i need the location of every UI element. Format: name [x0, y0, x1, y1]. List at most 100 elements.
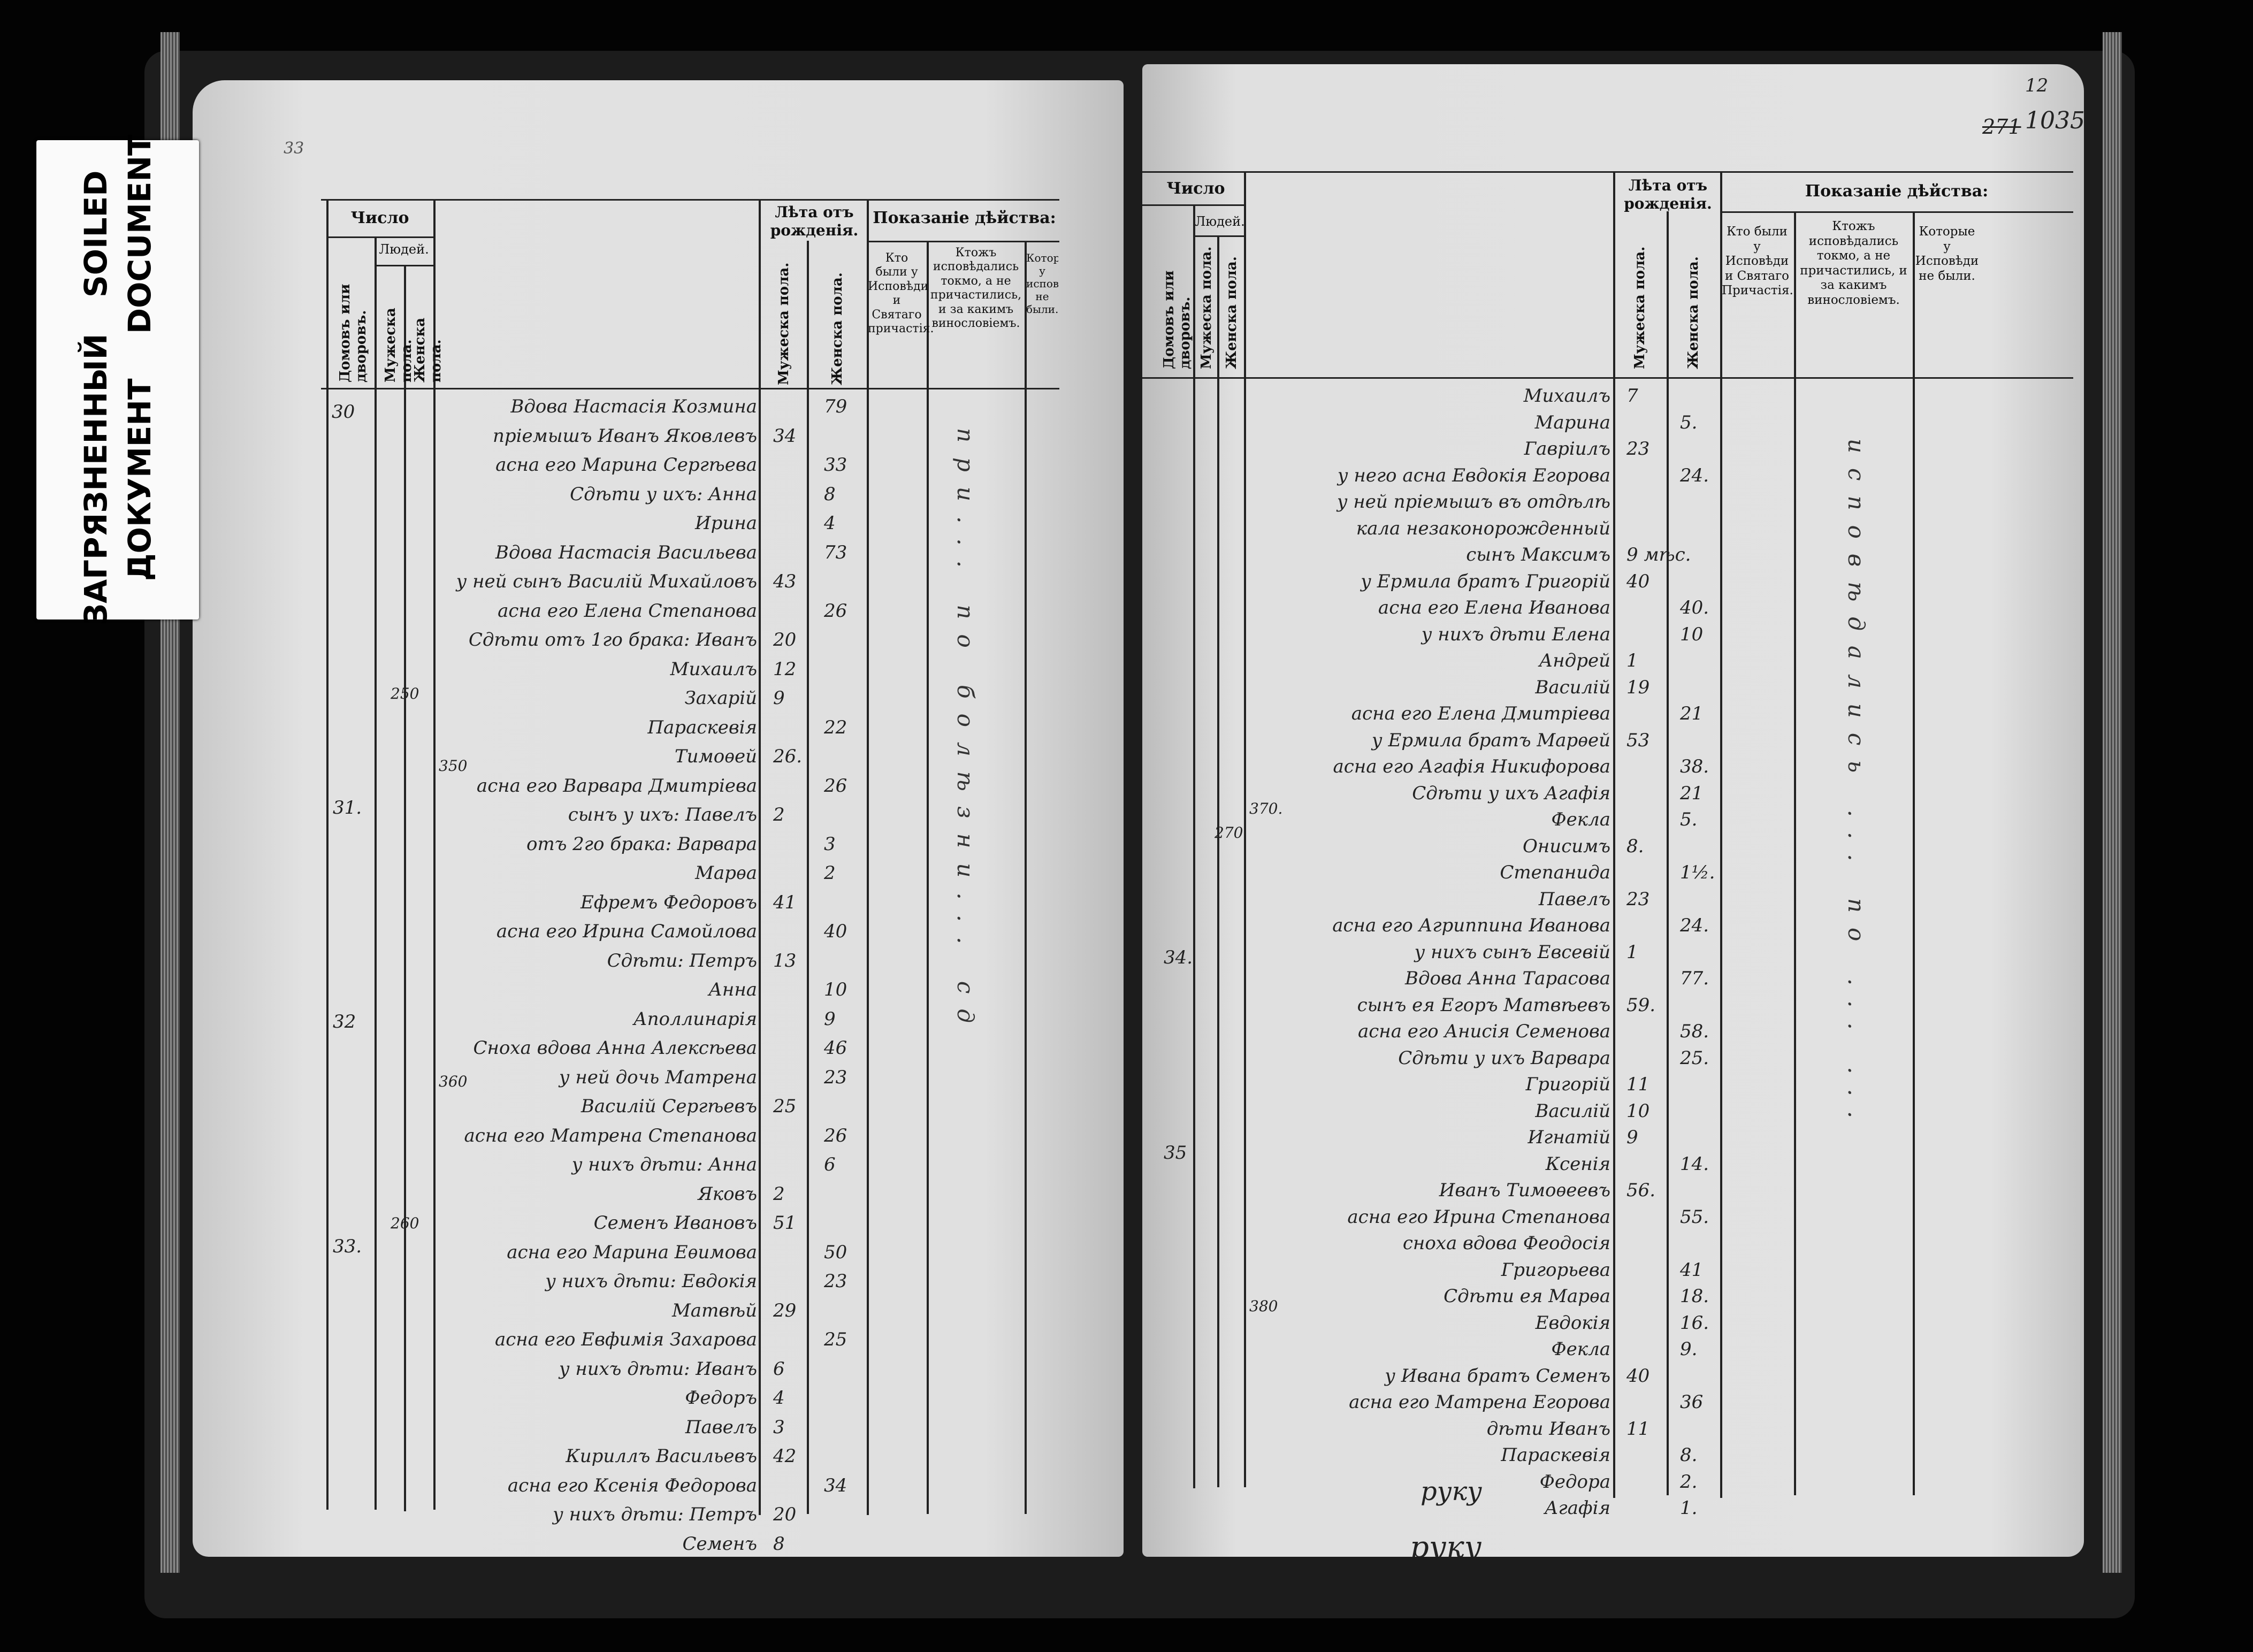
side-mark: 350 — [439, 757, 468, 775]
entry-female-age: 25 — [824, 1329, 847, 1350]
entry-male-age: 29 — [773, 1299, 797, 1321]
header-leta-muzh: Мужеска пола. — [776, 262, 792, 385]
entry-female-age: 24. — [1680, 464, 1709, 486]
entry-female-age: 8. — [1680, 1444, 1698, 1466]
pokazanie-subline — [1720, 211, 2073, 213]
entry-name: Кириллъ Васильевъ — [566, 1446, 757, 1467]
side-mark: 380 — [1249, 1297, 1278, 1315]
entry-female-age: 24. — [1680, 915, 1709, 936]
signature: руку — [1420, 1477, 1483, 1506]
entry-name: Вдова Настасія Козмина — [510, 396, 757, 417]
entry-female-age: 5. — [1680, 411, 1698, 433]
entry-male-age: 6 — [773, 1358, 785, 1380]
entry-name: у нихъ дѣти: Петръ — [553, 1504, 757, 1525]
entry-name: дѣти Иванъ — [1486, 1418, 1610, 1440]
entry-name: асна его Елена Степанова — [498, 600, 757, 622]
side-mark: 360 — [439, 1073, 468, 1090]
entry-name: у нихъ сынъ Евсевій — [1414, 941, 1610, 963]
entry-name: Федора — [1539, 1471, 1610, 1493]
entry-name: Захарій — [684, 687, 757, 709]
header-ktozh: Ктожъ исповѣдались токмо, а не причастил… — [1800, 219, 1907, 307]
header-bottom-line — [1142, 377, 2073, 379]
entry-name: асна его Анисія Семенова — [1357, 1021, 1610, 1042]
entry-name: Ксенія — [1545, 1153, 1610, 1175]
entry-male-age: 43 — [773, 571, 797, 592]
entry-name: Василій Сергѣевъ — [581, 1096, 757, 1117]
entry-male-age: 7 — [1626, 385, 1638, 407]
entry-male-age: 25 — [773, 1096, 797, 1117]
entry-name: Яковъ — [698, 1183, 757, 1205]
entry-name: Григорій — [1525, 1074, 1610, 1095]
entry-name: Павелъ — [685, 1416, 757, 1438]
corner-mark: 33 — [284, 139, 304, 158]
entry-name: у ней дочь Матрена — [559, 1066, 757, 1088]
entry-male-age: 11 — [1626, 1418, 1650, 1440]
stamp-line-ru: ЗАГРЯЗНЕННЫЙ ДОКУМЕНТ — [78, 333, 158, 625]
entry-name: асна его Евфимія Захарова — [494, 1329, 757, 1350]
entry-name: Семенъ Ивановъ — [593, 1212, 757, 1234]
entry-female-age: 1. — [1680, 1497, 1698, 1519]
entry-name: у нихъ дѣти Елена — [1421, 623, 1610, 645]
col-line-2 — [375, 236, 377, 1510]
left-page: 33 Число Людей. Домовъ или дворовъ. Муже… — [193, 80, 1124, 1557]
header-kto-byli: Кто были у Исповѣди и Святаго Причастія. — [1722, 225, 1793, 298]
entry-name: Сдѣти у ихъ Варвара — [1398, 1047, 1610, 1069]
entry-name: кала незаконорожденный — [1356, 517, 1610, 539]
entry-name: Михаилъ — [670, 658, 757, 680]
entry-male-age: 1 — [1626, 650, 1638, 671]
side-mark: 260 — [391, 1214, 419, 1232]
header-top-line — [321, 199, 1059, 201]
entry-name: сноха вдова Феодосія — [1402, 1233, 1610, 1254]
entry-female-age: 26 — [824, 775, 847, 797]
header-pokazanie: Показаніе дѣйства: — [873, 209, 1056, 227]
header-chislo: Число — [1166, 179, 1225, 198]
entry-female-age: 34 — [824, 1474, 847, 1496]
col-line-3 — [404, 265, 406, 1511]
entry-name: Федоръ — [685, 1387, 757, 1409]
entry-male-age: 3 — [773, 1416, 785, 1438]
folio-struck: 271 — [1982, 115, 2021, 139]
entry-female-age: 18. — [1680, 1286, 1709, 1307]
entry-female-age: 5. — [1680, 809, 1698, 830]
entry-name: Василій — [1535, 676, 1610, 698]
side-mark: 33. — [333, 1236, 362, 1257]
entry-name: Михаилъ — [1523, 385, 1610, 407]
side-mark: 370. — [1249, 800, 1283, 817]
header-muzh: Мужеска пола. — [383, 308, 415, 383]
entry-name: Параскевія — [1501, 1444, 1610, 1466]
entry-name: у ней сынъ Василій Михайловъ — [456, 571, 757, 592]
entry-female-age: 41 — [1680, 1259, 1704, 1281]
entry-name: асна его Агафія Никифорова — [1333, 756, 1611, 777]
pokazanie-subline — [867, 241, 1059, 242]
entry-name: у нихъ дѣти: Иванъ — [559, 1358, 757, 1380]
entry-name: у нихъ дѣти: Анна — [571, 1154, 757, 1175]
header-domov: Домовъ или дворовъ. — [337, 284, 369, 383]
col-line-4 — [433, 199, 436, 1510]
entry-female-age: 10 — [824, 979, 847, 1000]
entry-male-age: 10 — [1626, 1100, 1650, 1122]
entry-female-age: 22 — [824, 716, 847, 738]
entry-male-age: 8. — [1626, 835, 1644, 857]
entry-male-age: 51 — [773, 1212, 797, 1234]
entry-name: асна его Матрена Егорова — [1349, 1391, 1610, 1413]
header-leta-zhen: Женска пола. — [1685, 256, 1701, 369]
entry-name: асна его Марина Сергѣева — [495, 454, 757, 476]
side-mark: 250 — [391, 685, 419, 702]
entry-female-age: 9. — [1680, 1339, 1698, 1360]
entry-male-age: 26. — [773, 746, 803, 767]
entry-female-age: 46 — [824, 1037, 847, 1059]
entry-name: Иванъ Тимоѳеевъ — [1439, 1180, 1610, 1201]
entry-male-age: 23 — [1626, 888, 1650, 910]
side-mark: 34. — [1164, 947, 1193, 968]
header-pokazanie: Показаніе дѣйства: — [1805, 182, 1989, 201]
entry-name: асна его Ксенія Федорова — [507, 1474, 757, 1496]
entry-name: Ефремъ Федоровъ — [580, 891, 757, 913]
entry-name: асна его Матрена Степанова — [464, 1125, 757, 1146]
entry-name: Вдова Настасія Васильева — [495, 541, 757, 563]
entry-female-age: 77. — [1680, 968, 1709, 989]
col-line-8 — [927, 241, 929, 1514]
entry-name: Григорьева — [1501, 1259, 1610, 1281]
entry-female-age: 40. — [1680, 597, 1709, 618]
col-line-6 — [1720, 171, 1722, 1498]
